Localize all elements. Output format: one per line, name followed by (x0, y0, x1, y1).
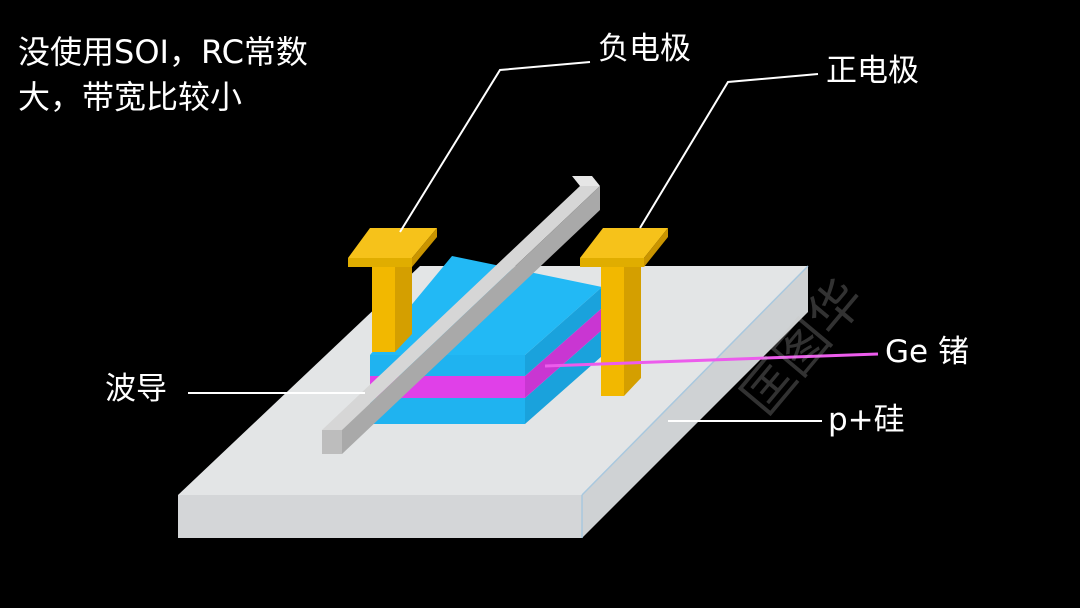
annotation-note: 没使用SOI，RC常数 大，带宽比较小 (18, 30, 308, 120)
germanium-label: Ge 锗 (885, 334, 969, 370)
negative-electrode-shape (348, 228, 437, 352)
bottom-blue-front (370, 398, 525, 424)
negative-electrode-label: 负电极 (598, 31, 691, 67)
waveguide-label: 波导 (105, 371, 167, 407)
germanium-side (525, 308, 602, 398)
top-blue-side (525, 287, 602, 376)
substrate-front (178, 495, 582, 538)
negative-electrode-leader (399, 61, 591, 233)
positive-electrode-label: 正电极 (826, 53, 919, 89)
bottom-blue-side (525, 330, 602, 424)
note-line-1: 没使用SOI，RC常数 (18, 33, 308, 71)
p-silicon-label: p+硅 (828, 402, 905, 438)
substrate-side (582, 266, 808, 538)
note-line-2: 大，带宽比较小 (18, 78, 243, 116)
waveguide-bar (322, 176, 600, 454)
positive-electrode-leader (639, 73, 819, 229)
ge-leader (544, 352, 879, 368)
